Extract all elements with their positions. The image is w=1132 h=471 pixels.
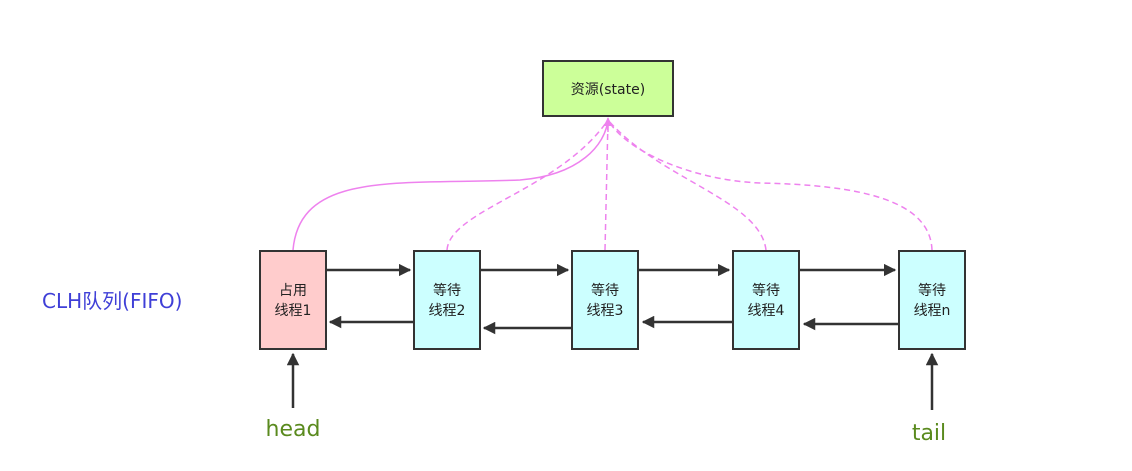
- queue-node-n: 等待 线程n: [898, 250, 966, 350]
- node-line1: 占用: [279, 283, 307, 299]
- queue-node-1: 占用 线程1: [259, 250, 327, 350]
- queue-node-3: 等待 线程3: [571, 250, 639, 350]
- queue-node-2: 等待 线程2: [413, 250, 481, 350]
- link-node-3: [604, 119, 609, 251]
- node-line1: 等待: [918, 282, 946, 299]
- node-line2: 线程2: [429, 303, 466, 319]
- node-line2: 线程3: [587, 303, 624, 319]
- prev-arrows: [328, 315, 898, 335]
- link-node-n: [607, 119, 933, 251]
- queue-node-4: 等待 线程4: [732, 250, 800, 350]
- node-rect: [898, 250, 966, 350]
- link-node-1: [292, 119, 609, 251]
- tail-label: tail: [912, 421, 946, 446]
- queue-title: CLH队列(FIFO): [42, 289, 182, 313]
- node-line2: 线程1: [275, 303, 312, 319]
- resource-box: 资源(state): [542, 60, 674, 117]
- node-line2: 线程n: [914, 303, 951, 319]
- resource-links: [292, 117, 933, 251]
- node-rect: [413, 250, 481, 350]
- node-rect: [732, 250, 800, 350]
- node-line1: 等待: [591, 282, 619, 299]
- node-line1: 等待: [752, 282, 780, 299]
- resource-label: 资源(state): [571, 82, 645, 98]
- node-line1: 等待: [433, 282, 461, 299]
- link-node-4: [607, 119, 767, 251]
- link-node-2: [446, 119, 609, 251]
- node-line2: 线程4: [748, 303, 785, 319]
- head-label: head: [266, 417, 321, 442]
- node-rect: [259, 250, 327, 350]
- node-rect: [571, 250, 639, 350]
- resource-rect: [542, 60, 674, 117]
